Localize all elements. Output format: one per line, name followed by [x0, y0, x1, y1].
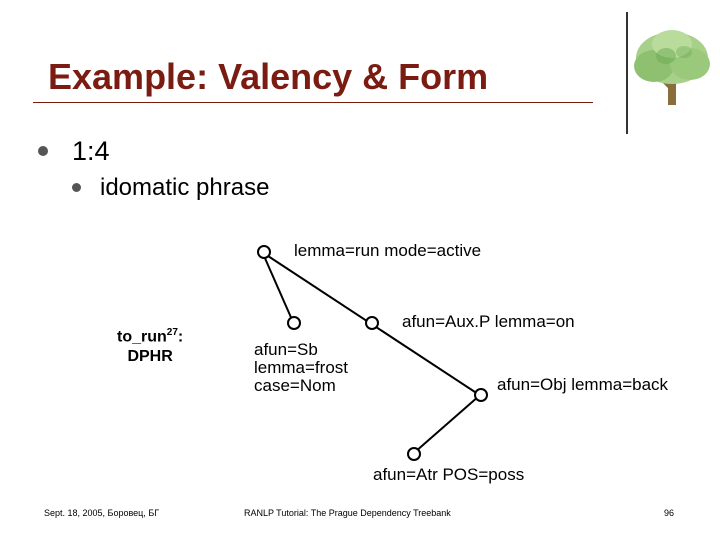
tree-edge — [414, 395, 480, 453]
slide-title: Example: Valency & Form — [48, 56, 489, 97]
node-label-atr: afun=Atr POS=poss — [373, 465, 525, 484]
tree-edge — [263, 255, 294, 323]
tree-node-sb — [287, 316, 301, 330]
node-label-auxp: afun=Aux.P lemma=on — [402, 312, 575, 331]
node-label-root: lemma=run mode=active — [294, 241, 482, 260]
tree-node-atr — [407, 447, 421, 461]
node-label-obj: afun=Obj lemma=back — [497, 375, 669, 394]
bullet-text-2: idomatic phrase — [100, 174, 270, 201]
dphr-suffix: : — [177, 328, 184, 346]
title-divider — [33, 102, 593, 103]
dphr-superscript: 27 — [166, 327, 178, 338]
footer-date: Sept. 18, 2005, Боровец, БГ — [44, 508, 160, 518]
footer-title: RANLP Tutorial: The Prague Dependency Tr… — [244, 508, 451, 518]
tree-node-obj — [474, 388, 488, 402]
tree-node-auxp — [365, 316, 379, 330]
bullet-dot-2 — [72, 183, 81, 192]
page-number: 96 — [664, 508, 675, 518]
bullet-dot-1 — [38, 146, 48, 156]
node-label-sb: afun=Sb lemma=frost case=Nom — [254, 340, 348, 395]
dphr-type: DPHR — [127, 348, 173, 366]
dphr-name: to_run — [117, 328, 167, 346]
tree-node-root — [257, 245, 271, 259]
vertical-divider — [626, 12, 628, 134]
bullet-text-1: 1:4 — [72, 136, 110, 166]
dphr-label: to_run27: DPHR — [117, 323, 183, 367]
